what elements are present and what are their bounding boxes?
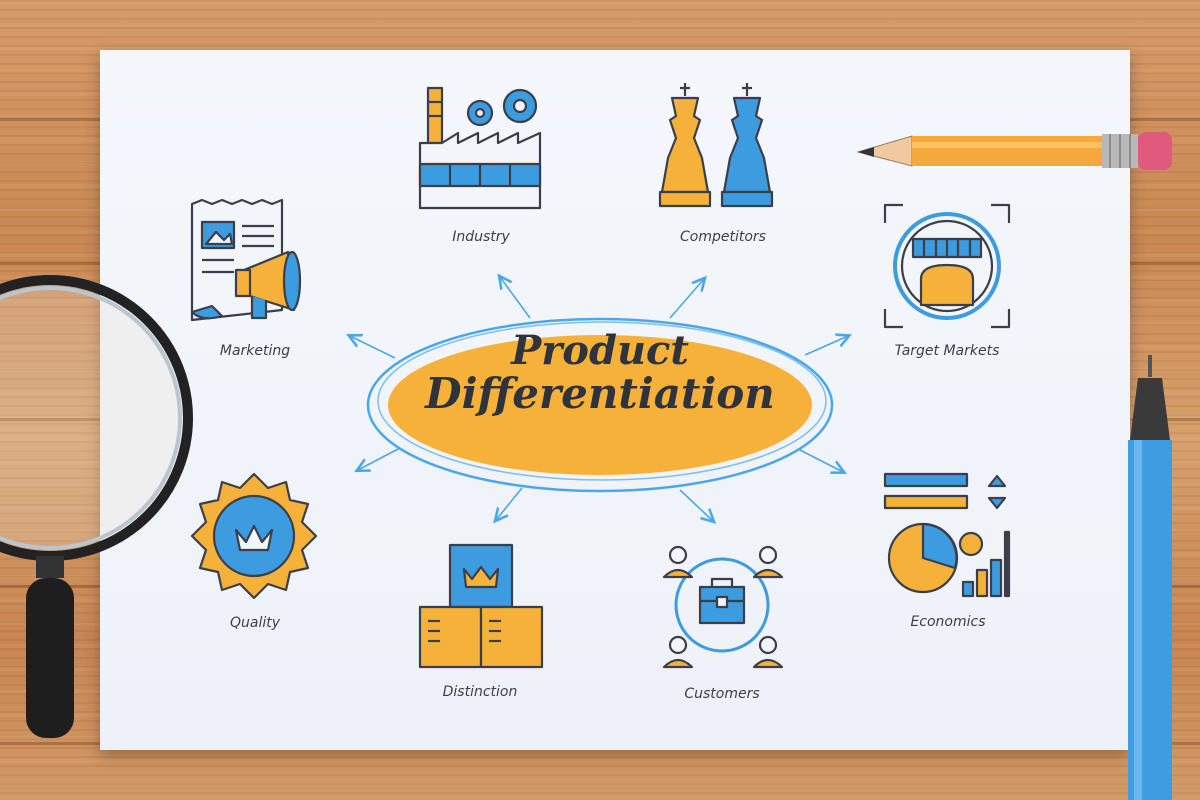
title-line-1: Product <box>511 327 689 374</box>
customers-network-icon <box>662 545 784 669</box>
arrow-economics <box>799 449 843 472</box>
arrow-competitors <box>669 279 704 319</box>
marketing-megaphone-icon <box>190 198 302 322</box>
label-distinction: Distinction <box>442 684 518 700</box>
center-ellipse <box>366 317 834 493</box>
pencil-icon <box>856 132 1172 170</box>
label-target-markets: Target Markets <box>894 343 1000 359</box>
quality-badge-icon <box>190 472 318 600</box>
arrow-target-markets <box>804 336 848 356</box>
factory-icon <box>418 86 542 210</box>
label-economics: Economics <box>910 614 986 630</box>
label-quality: Quality <box>229 615 281 631</box>
label-marketing: Marketing <box>219 343 291 359</box>
connector-arrows <box>350 277 848 521</box>
arrow-distinction <box>496 487 523 520</box>
magnifying-glass-icon <box>0 275 193 738</box>
arrow-industry <box>500 277 531 319</box>
label-competitors: Competitors <box>680 229 766 245</box>
store-target-icon <box>883 203 1011 329</box>
economics-chart-icon <box>883 472 1011 598</box>
title-line-2: Differentiation <box>425 369 775 418</box>
crown-boxes-icon <box>418 543 544 669</box>
arrow-quality <box>358 447 401 470</box>
pen-icon <box>1128 355 1172 800</box>
diagram-title: Product Differentiation <box>370 330 830 416</box>
label-customers: Customers <box>684 686 760 702</box>
label-industry: Industry <box>452 229 510 245</box>
chess-icon <box>658 83 774 208</box>
arrow-marketing <box>350 336 396 359</box>
arrow-customers <box>679 489 713 521</box>
